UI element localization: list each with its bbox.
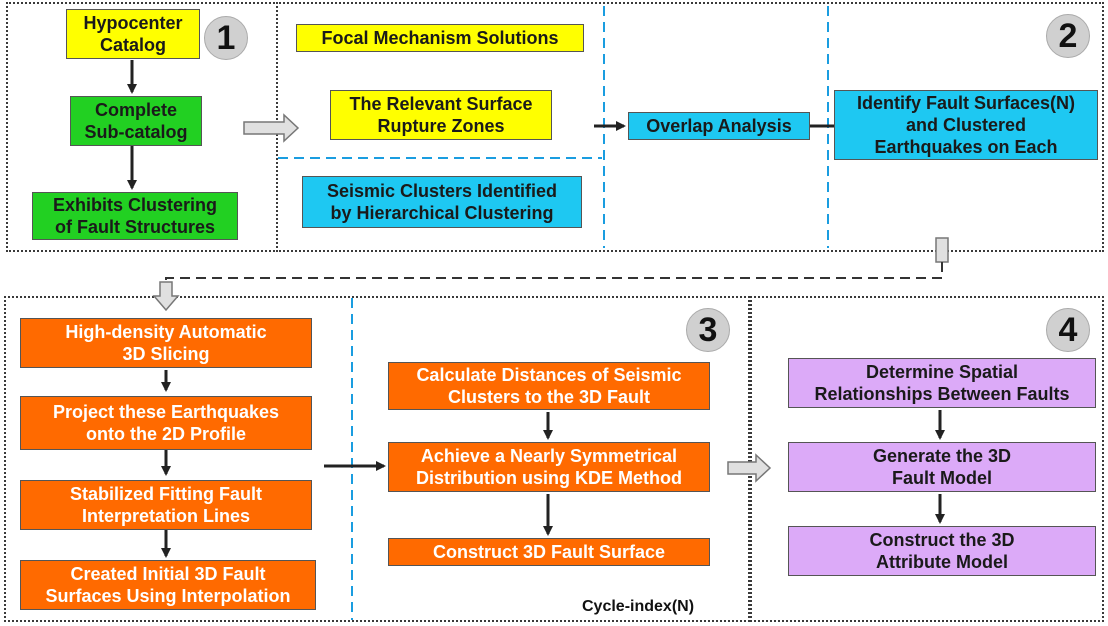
created-initial-surfaces-box: Created Initial 3D Fault Surfaces Using …	[20, 560, 316, 610]
spatial-relationships-box: Determine Spatial Relationships Between …	[788, 358, 1096, 408]
panel-2-number: 2	[1046, 14, 1090, 58]
focal-mechanism-box: Focal Mechanism Solutions	[296, 24, 584, 52]
exhibits-clustering-box: Exhibits Clustering of Fault Structures	[32, 192, 238, 240]
overlap-analysis-box: Overlap Analysis	[628, 112, 810, 140]
dashed-connector-2-3	[165, 262, 943, 282]
symmetrical-distribution-box: Achieve a Nearly Symmetrical Distributio…	[388, 442, 710, 492]
surface-rupture-box: The Relevant Surface Rupture Zones	[330, 90, 552, 140]
stabilized-fitting-box: Stabilized Fitting Fault Interpretation …	[20, 480, 312, 530]
attribute-model-box: Construct the 3D Attribute Model	[788, 526, 1096, 576]
calculate-distances-box: Calculate Distances of Seismic Clusters …	[388, 362, 710, 410]
panel-1-number: 1	[204, 16, 248, 60]
hypocenter-catalog-box: Hypocenter Catalog	[66, 9, 200, 59]
seismic-clusters-box: Seismic Clusters Identified by Hierarchi…	[302, 176, 582, 228]
generate-fault-model-box: Generate the 3D Fault Model	[788, 442, 1096, 492]
panel-4-number: 4	[1046, 308, 1090, 352]
construct-surface-box: Construct 3D Fault Surface	[388, 538, 710, 566]
panel-3-number: 3	[686, 308, 730, 352]
project-earthquakes-box: Project these Earthquakes onto the 2D Pr…	[20, 396, 312, 450]
slicing-box: High-density Automatic 3D Slicing	[20, 318, 312, 368]
complete-subcatalog-box: Complete Sub-catalog	[70, 96, 202, 146]
identify-fault-surfaces-box: Identify Fault Surfaces(N) and Clustered…	[834, 90, 1098, 160]
cycle-index-label: Cycle-index(N)	[582, 598, 695, 615]
